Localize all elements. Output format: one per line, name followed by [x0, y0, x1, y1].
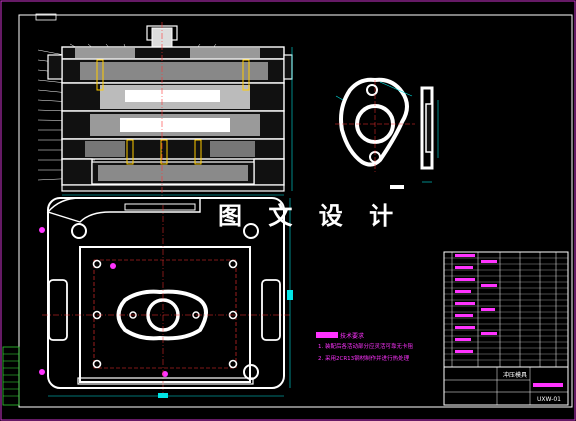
parts-list-table [443, 251, 569, 368]
part-top-view [335, 77, 415, 189]
technical-notes: 技术要求 1. 装配后各活动部分应灵活可靠无卡阻 2. 采用2CR13钢材制作并… [316, 332, 413, 362]
part-side-view [420, 86, 439, 183]
notes-title: 技术要求 [340, 332, 364, 340]
section-view [37, 22, 293, 196]
notes-line-2: 2. 采用2CR13钢材制作并进行热处理 [318, 354, 410, 362]
plan-view [39, 197, 293, 398]
layer-legend [2, 346, 20, 406]
title-block-drawing-number: UXW-01 [537, 396, 561, 403]
title-block: 冲压模具 UXW-01 [443, 366, 569, 406]
watermark-text: 图 文 设 计 [218, 202, 403, 230]
title-block-name: 冲压模具 [503, 371, 527, 379]
notes-line-1: 1. 装配后各活动部分应灵活可靠无卡阻 [318, 342, 413, 350]
